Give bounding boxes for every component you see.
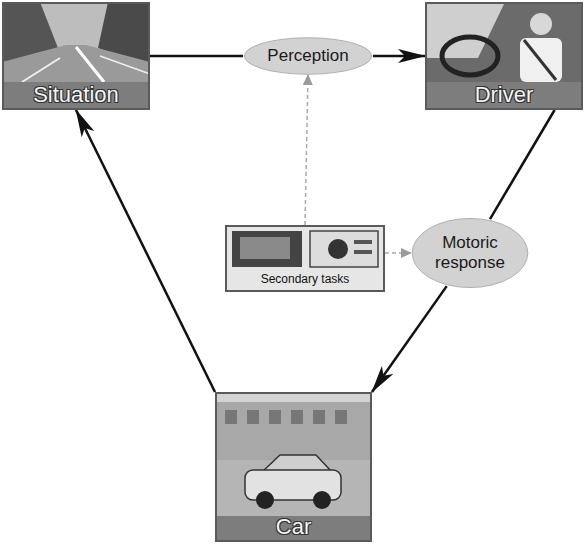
flow-arrow — [490, 110, 555, 219]
node-label: Motoric response — [429, 233, 511, 273]
driver-photo — [425, 2, 583, 110]
car-photo-box: Car — [215, 392, 372, 542]
road-scene-photo — [2, 2, 150, 110]
node-label: Situation — [33, 82, 119, 108]
driver-photo-box: Driver — [425, 2, 583, 110]
node-label: Secondary tasks — [261, 271, 350, 290]
node-label: Perception — [267, 46, 348, 66]
flow-arrow — [76, 110, 215, 392]
dashed-arrow — [385, 252, 411, 254]
node-label: Car — [276, 514, 311, 540]
flow-arrow — [150, 55, 243, 58]
flow-arrow — [373, 55, 425, 58]
process-oval: Motoric response — [411, 217, 529, 289]
secondary-tasks-photo — [225, 225, 385, 292]
dashed-arrow — [305, 75, 308, 225]
secondary-tasks-box: Secondary tasks — [225, 225, 385, 292]
flow-arrow — [372, 286, 447, 392]
situation-photo-box: Situation — [2, 2, 150, 110]
node-label: Driver — [475, 82, 534, 108]
process-oval: Perception — [243, 37, 373, 75]
car-photo — [215, 392, 372, 542]
